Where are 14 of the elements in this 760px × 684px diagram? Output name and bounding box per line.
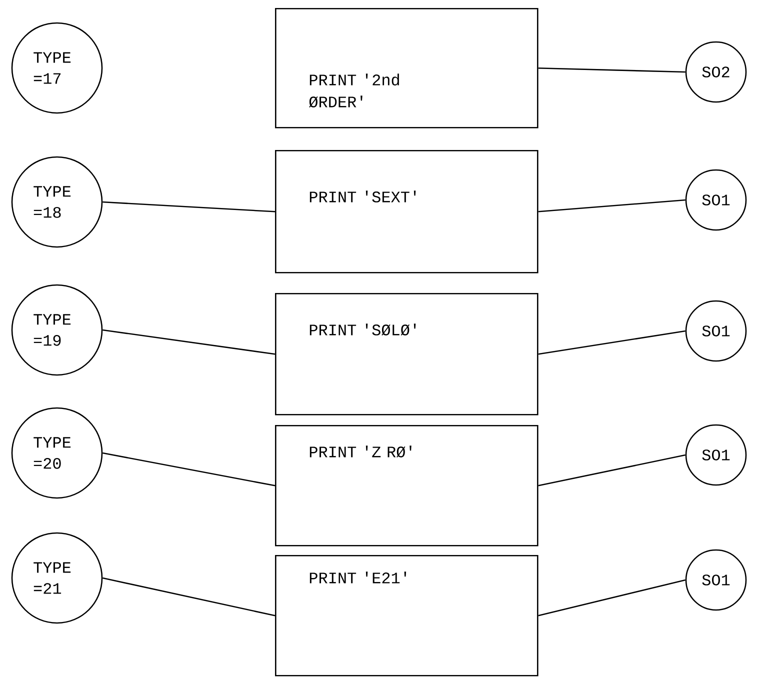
process-box: PRINT 'Z RØ' [275, 425, 538, 546]
connector-line [538, 579, 686, 616]
connector-line [538, 68, 686, 73]
process-box: PRINT 'SEXT' [275, 150, 538, 274]
connector-line [102, 329, 276, 355]
connector-line [102, 452, 276, 486]
connector-line [538, 199, 686, 212]
connector-line [102, 201, 276, 212]
connector-line [538, 454, 686, 486]
process-box: PRINT 'E21' [275, 555, 538, 676]
connector-line [538, 330, 686, 355]
process-box: PRINT '2nd ØRDER' [275, 8, 538, 128]
process-box: PRINT 'SØLØ' [275, 293, 538, 416]
connector-line [102, 577, 276, 616]
